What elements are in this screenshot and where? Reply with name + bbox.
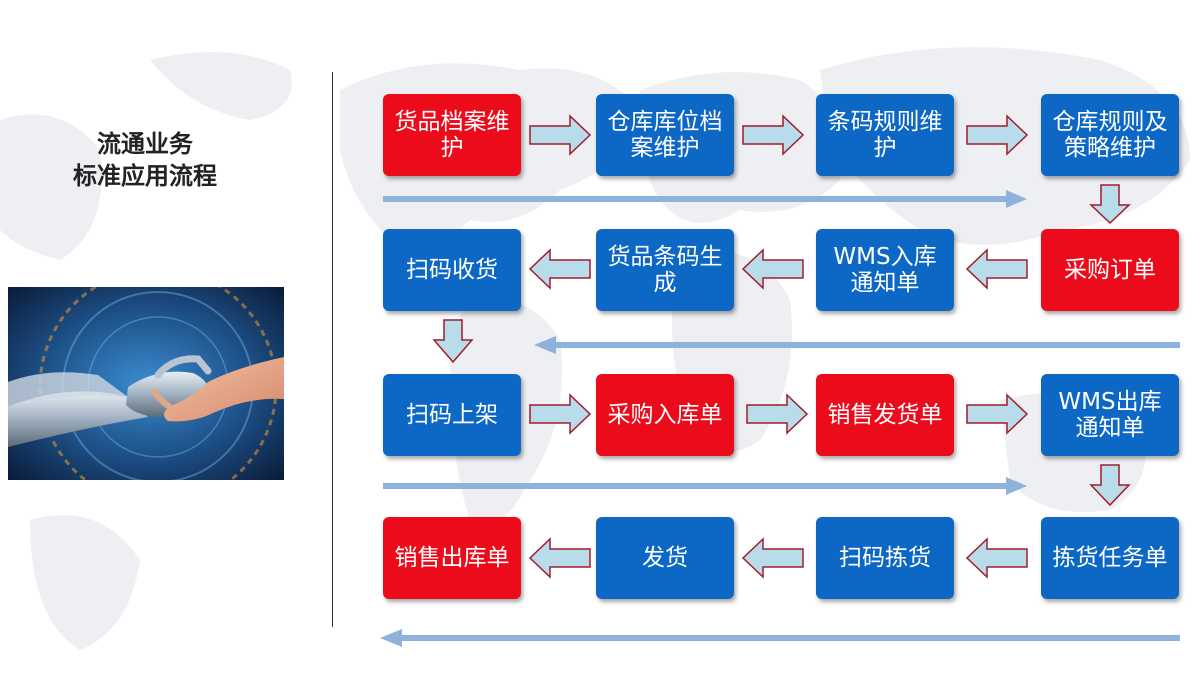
arrow-right-icon bbox=[529, 393, 592, 435]
arrow-right-icon bbox=[746, 393, 809, 435]
step-sales-outbound: 销售出库单 bbox=[383, 517, 521, 599]
step-barcode-rules: 条码规则维护 bbox=[816, 94, 954, 176]
step-wms-outbound: WMS出库通知单 bbox=[1041, 374, 1179, 456]
step-wms-inbound: WMS入库通知单 bbox=[816, 229, 954, 311]
step-scan-shelve: 扫码上架 bbox=[383, 374, 521, 456]
step-ship: 发货 bbox=[596, 517, 734, 599]
step-warehouse-rules: 仓库规则及策略维护 bbox=[1041, 94, 1179, 176]
arrow-right-icon bbox=[742, 114, 805, 156]
step-pick-task: 拣货任务单 bbox=[1041, 517, 1179, 599]
step-sales-delivery: 销售发货单 bbox=[816, 374, 954, 456]
arrow-left-icon bbox=[528, 537, 591, 579]
arrow-left-icon bbox=[528, 248, 591, 290]
arrow-down-icon bbox=[1089, 184, 1131, 225]
title-line-1: 流通业务 bbox=[97, 130, 193, 158]
arrow-left-icon bbox=[741, 248, 804, 290]
arrow-down-icon bbox=[1089, 464, 1131, 507]
arrow-right-icon bbox=[966, 393, 1029, 435]
flow-line-right bbox=[383, 477, 1027, 495]
arrow-left-icon bbox=[965, 537, 1028, 579]
step-scan-receive: 扫码收货 bbox=[383, 229, 521, 311]
flow-line-left bbox=[380, 629, 1180, 647]
page-title: 流通业务 标准应用流程 bbox=[40, 128, 250, 192]
step-warehouse-archive: 仓库库位档案维护 bbox=[596, 94, 734, 176]
title-line-2: 标准应用流程 bbox=[73, 162, 217, 190]
step-barcode-generate: 货品条码生成 bbox=[596, 229, 734, 311]
step-purchase-order: 采购订单 bbox=[1041, 229, 1179, 311]
arrow-down-icon bbox=[432, 319, 474, 364]
step-goods-archive: 货品档案维护 bbox=[383, 94, 521, 176]
arrow-left-icon bbox=[741, 537, 804, 579]
arrow-right-icon bbox=[966, 114, 1029, 156]
step-purchase-inbound: 采购入库单 bbox=[596, 374, 734, 456]
flow-line-left bbox=[534, 336, 1180, 354]
handshake-illustration bbox=[8, 287, 284, 480]
arrow-right-icon bbox=[529, 114, 592, 156]
flow-line-right bbox=[383, 190, 1027, 208]
step-scan-pick: 扫码拣货 bbox=[816, 517, 954, 599]
vertical-divider bbox=[332, 72, 333, 627]
arrow-left-icon bbox=[965, 248, 1028, 290]
